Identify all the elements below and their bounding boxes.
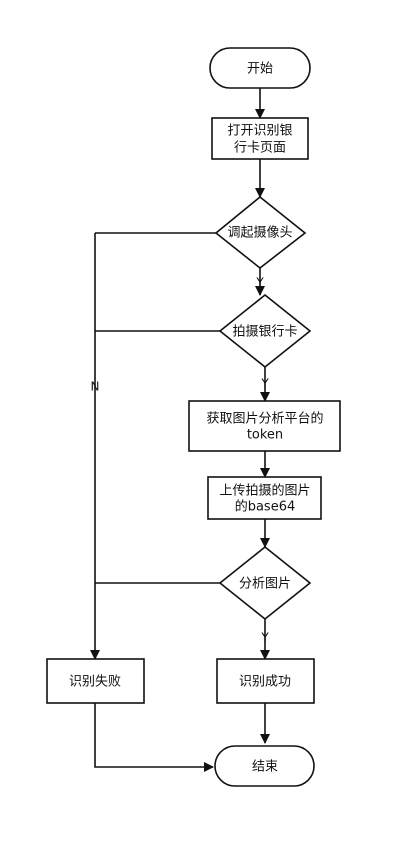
edge-label-yes-3: Y [260, 631, 269, 645]
open-page-label-line1: 打开识别银 [227, 124, 292, 139]
shoot-decision [218, 293, 312, 369]
shoot-label: 拍摄银行卡 [232, 325, 297, 340]
edge-label-yes-2: Y [260, 377, 269, 391]
edge-label-yes-1: Y [255, 276, 264, 290]
upload-process [207, 476, 322, 520]
edge-label-no: N [91, 380, 100, 394]
end-label: 结束 [252, 760, 278, 775]
token-label-line1: 获取图片分析平台的 [206, 411, 323, 427]
success-process [216, 658, 315, 704]
token-process [188, 400, 341, 452]
success-label: 识别成功 [239, 675, 291, 690]
start-terminal [209, 47, 311, 89]
camera-label: 调起摄像头 [227, 226, 292, 241]
token-label-line2: token [247, 428, 283, 443]
fail-label: 识别失败 [69, 675, 121, 690]
analyze-label: 分析图片 [239, 577, 291, 592]
analyze-decision [218, 545, 312, 621]
end-terminal [214, 745, 315, 787]
camera-decision [214, 195, 307, 270]
start-label: 开始 [247, 62, 273, 77]
edge-fail-to-end [94, 703, 214, 772]
fail-process [46, 658, 145, 704]
upload-label-line2: 的base64 [235, 499, 296, 515]
upload-label-line1: 上传拍摄的图片 [219, 483, 310, 499]
open-page-process [211, 117, 309, 160]
open-page-label-line2: 行卡页面 [234, 141, 286, 156]
